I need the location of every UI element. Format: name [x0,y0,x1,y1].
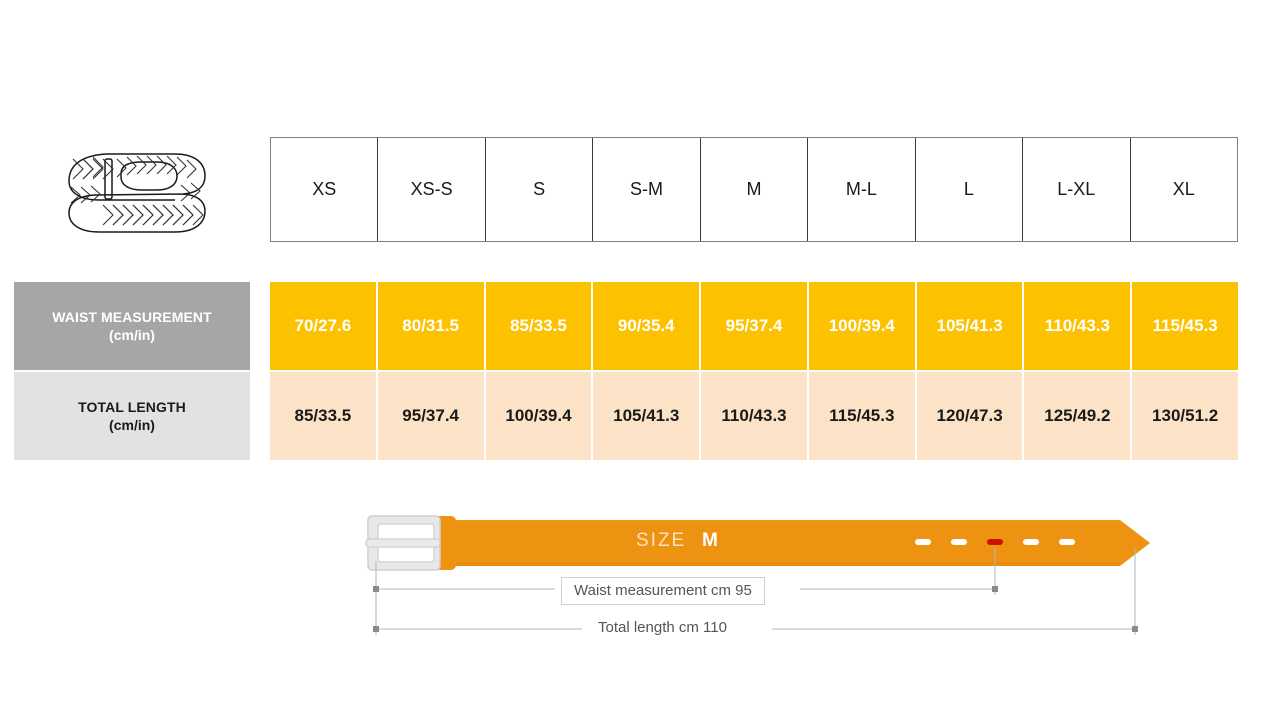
waist-measurement-label: WAIST MEASUREMENT (cm/in) [14,282,250,370]
waist-value-cell: 105/41.3 [916,282,1023,370]
waist-value-cell: 90/35.4 [593,282,700,370]
size-header-cell: XL [1130,138,1237,241]
waist-value-cell: 100/39.4 [808,282,915,370]
braided-belt-icon [55,143,215,243]
length-value-cell: 125/49.2 [1024,372,1131,460]
waist-label-line1: WAIST MEASUREMENT [52,308,212,325]
belt-size-label: SIZE [636,530,687,551]
length-value-cell: 115/45.3 [808,372,915,460]
length-value-cell: 120/47.3 [916,372,1023,460]
total-length-row: TOTAL LENGTH (cm/in) 85/33.5 95/37.4 100… [14,372,1239,460]
length-value-cell: 85/33.5 [270,372,376,460]
waist-measurement-row: WAIST MEASUREMENT (cm/in) 70/27.6 80/31.… [14,282,1239,370]
size-header-row: XS XS-S S S-M M M-L L L-XL XL [270,137,1238,242]
length-label-line1: TOTAL LENGTH [78,398,186,415]
belt-measurement-diagram [360,505,1150,655]
size-header-cell: L-XL [1023,138,1131,241]
belt-size-value: M [702,530,718,551]
size-header-cell: L [915,138,1024,241]
row-spacer [250,282,270,370]
size-header-cell: XS [271,138,379,241]
length-label-line2: (cm/in) [109,417,155,433]
size-header-cell: M [700,138,809,241]
waist-value-cell: 95/37.4 [701,282,807,370]
waist-value-cell: 85/33.5 [485,282,592,370]
belt-buckle [365,515,441,571]
belt-holes [915,539,1075,545]
row-spacer [250,372,270,460]
waist-label-line2: (cm/in) [109,327,155,343]
waist-dimension-label: Waist measurement cm 95 [561,577,765,605]
size-header-cell: S [485,138,594,241]
waist-value-cell: 70/27.6 [270,282,376,370]
size-header-cell: XS-S [378,138,486,241]
waist-value-cell: 80/31.5 [377,282,484,370]
length-value-cell: 130/51.2 [1132,372,1239,460]
total-length-label: TOTAL LENGTH (cm/in) [14,372,250,460]
length-value-cell: 110/43.3 [701,372,807,460]
length-value-cells: 85/33.5 95/37.4 100/39.4 105/41.3 110/43… [270,372,1239,460]
length-value-cell: 105/41.3 [593,372,700,460]
waist-value-cell: 115/45.3 [1132,282,1239,370]
belt-strap [450,520,1150,566]
total-length-dimension-label: Total length cm 110 [598,619,727,636]
length-value-cell: 95/37.4 [377,372,484,460]
waist-value-cell: 110/43.3 [1024,282,1131,370]
waist-value-cells: 70/27.6 80/31.5 85/33.5 90/35.4 95/37.4 … [270,282,1239,370]
size-header-cell: M-L [808,138,916,241]
size-header-cell: S-M [593,138,701,241]
length-value-cell: 100/39.4 [485,372,592,460]
